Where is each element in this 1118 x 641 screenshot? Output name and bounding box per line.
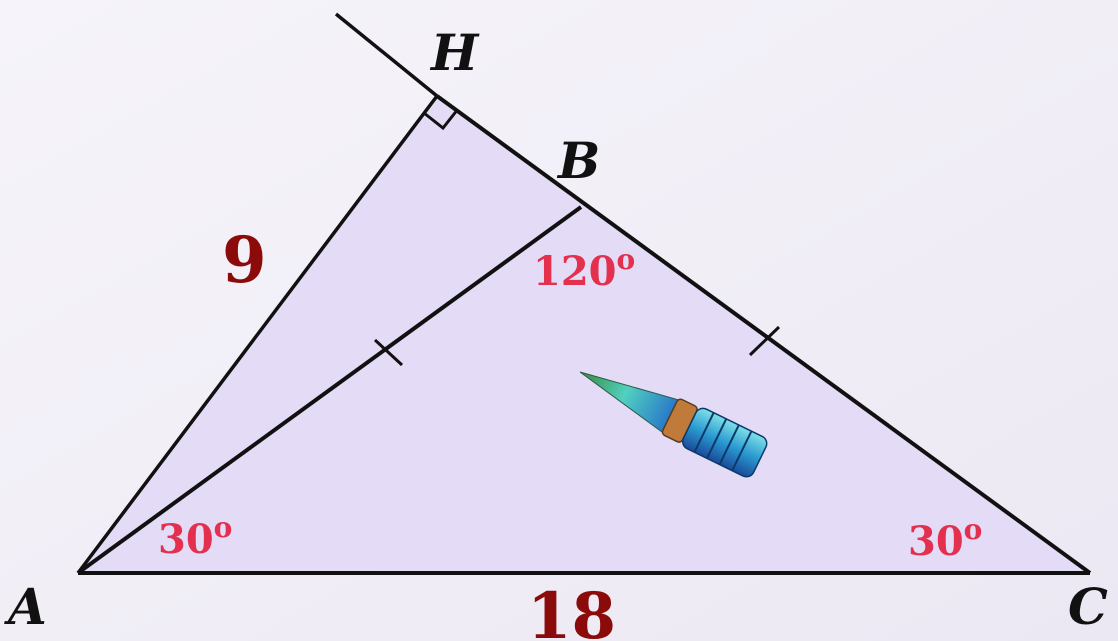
point-label-c: C [1068, 577, 1108, 636]
length-label-ac: 18 [527, 579, 616, 641]
angle-label-a: 30o [158, 511, 232, 563]
point-label-b: B [556, 131, 600, 190]
angle-label-c: 30o [908, 513, 982, 565]
line-h-extension [334, 12, 439, 98]
tick-mark-ab [373, 338, 404, 367]
degree-sign: o [617, 243, 636, 276]
angle-label-b: 120o [533, 243, 635, 295]
length-label-ah: 9 [222, 223, 267, 298]
point-label-a: A [4, 577, 47, 636]
triangle-ahc-fill [78, 96, 1090, 573]
segment-ah [76, 94, 439, 575]
point-label-h: H [429, 23, 480, 82]
degree-sign: o [964, 513, 983, 546]
right-angle-marker [423, 108, 460, 131]
segment-hc [435, 94, 1092, 575]
segment-ab [76, 205, 583, 575]
tick-mark-bc [748, 325, 781, 357]
degree-sign: o [214, 511, 233, 544]
pencil-icon [579, 371, 768, 478]
